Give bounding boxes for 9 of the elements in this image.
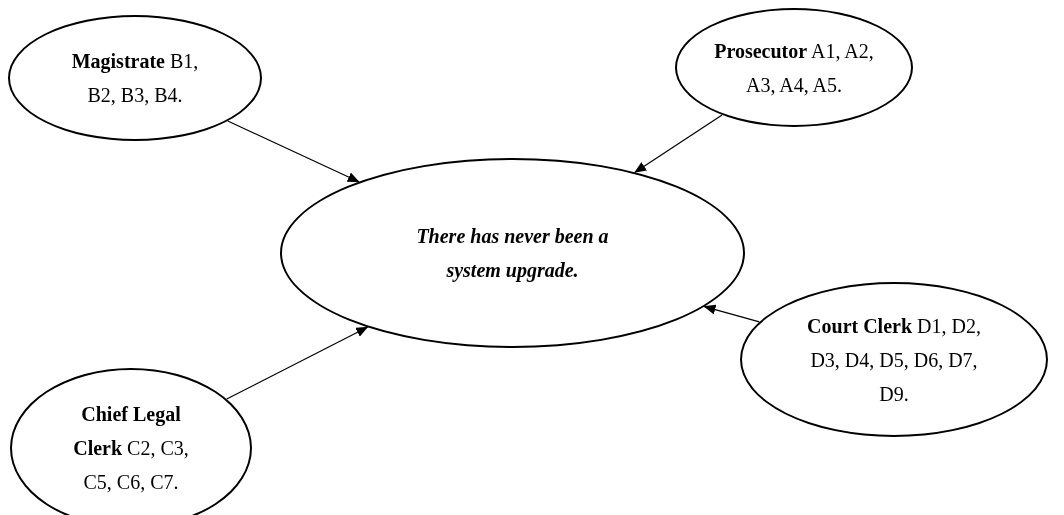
- arrow: [226, 326, 369, 400]
- node-text: Magistrate B1, B2, B3, B4.: [70, 49, 200, 108]
- arrow: [227, 120, 360, 183]
- node-text: Court Clerk D1, D2, D3, D4, D5, D6, D7, D9.: [806, 313, 982, 407]
- node-text: Prosecutor A1, A2, A3, A4, A5.: [713, 38, 875, 98]
- node-text: Chief Legal Clerk C2, C3, C5, C6, C7.: [72, 402, 190, 495]
- arrow: [634, 114, 723, 173]
- node-text: There has never been a system upgrade.: [415, 224, 610, 284]
- arrow: [703, 304, 760, 323]
